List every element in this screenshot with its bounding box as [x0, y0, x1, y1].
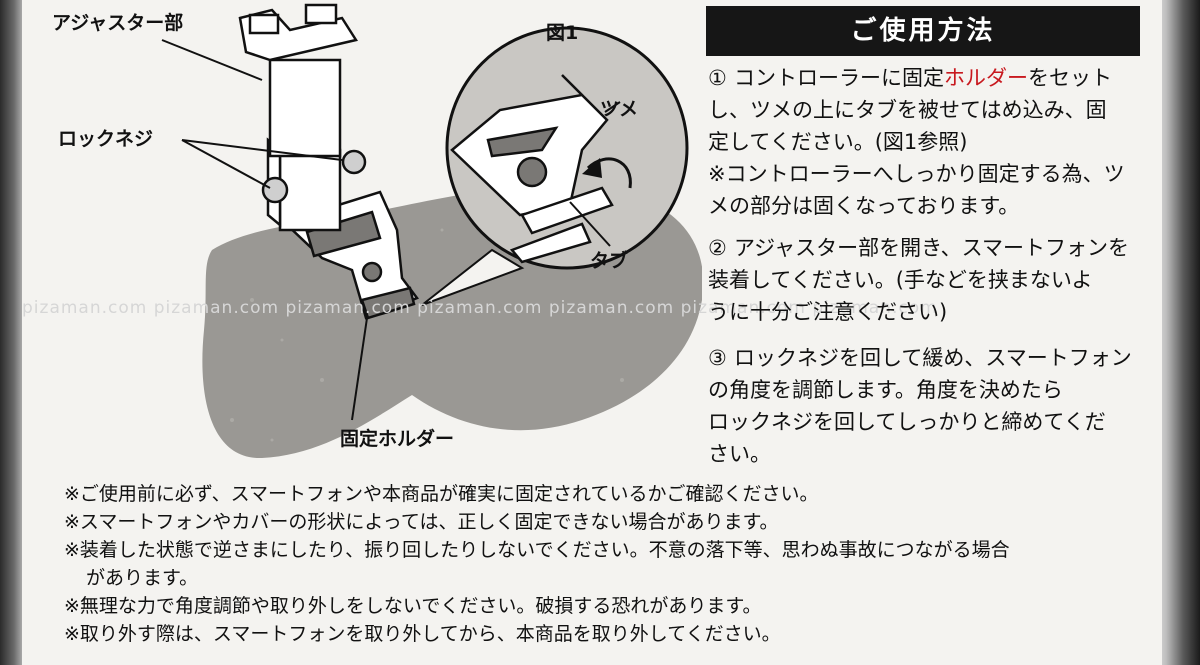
step-1-text-post: をセット: [1028, 66, 1112, 90]
footnote-3-continued: があります。: [86, 567, 199, 589]
step-1-marker: ①: [708, 66, 727, 90]
instructions-title: ご使用方法: [706, 6, 1140, 56]
step-1-highlight: ホルダー: [944, 66, 1028, 90]
footnote-2: ※スマートフォンやカバーの形状によっては、正しく固定できない場合があります。: [64, 511, 779, 533]
label-figure-1: 図1: [546, 22, 579, 44]
step-2-line-3: うに十分ご注意ください): [708, 300, 948, 324]
step-2-marker: ②: [708, 236, 727, 260]
step-2-line-2: 装着してください。(手などを挟まないよ: [708, 268, 1093, 292]
callout-wedge: [421, 248, 525, 306]
step-2: ② アジャスター部を開き、スマートフォンを 装着してください。(手などを挟まないよ…: [708, 232, 1148, 328]
note-1-line-2: メの部分は固くなっております。: [708, 194, 1020, 218]
note-1-line-1: ※コントローラーへしっかり固定する為、ツ: [708, 162, 1125, 186]
label-tab: タブ: [590, 250, 629, 272]
label-fixed-holder: 固定ホルダー: [340, 428, 455, 450]
step-3-marker: ③: [708, 346, 727, 370]
step-3-line-2: の角度を調節します。角度を決めたら: [708, 378, 1063, 402]
step-2-line-1: アジャスター部を開き、スマートフォンを: [734, 236, 1130, 260]
step-1-line-2: し、ツメの上にタブを被せてはめ込み、固: [708, 98, 1107, 122]
footnote-5: ※取り外す際は、スマートフォンを取り外してから、本商品を取り外してください。: [64, 623, 781, 645]
detail-clip-drawing: [450, 74, 614, 264]
footnote-4: ※無理な力で角度調節や取り外しをしないでください。破損する恐れがあります。: [64, 595, 762, 617]
step-3: ③ ロックネジを回して緩め、スマートフォン の角度を調節します。角度を決めたら ロ…: [708, 342, 1148, 470]
step-1-text-pre: コントローラーに固定: [734, 66, 944, 90]
product-illustration: [161, 3, 702, 459]
label-lock-screw: ロックネジ: [58, 128, 154, 150]
watermark: pizaman.com pizaman.com pizaman.com piza…: [22, 298, 938, 318]
label-adjuster: アジャスター部: [52, 12, 184, 34]
step-1-line-3: 定してください。(図1参照): [708, 130, 968, 154]
step-3-line-4: さい。: [708, 442, 771, 466]
step-3-line-1: ロックネジを回して緩め、スマートフォン: [734, 346, 1132, 370]
label-tsume: ツメ: [600, 98, 639, 120]
footnote-3: ※装着した状態で逆さまにしたり、振り回したりしないでください。不意の落下等、思わ…: [64, 539, 1010, 561]
footnotes: ※ご使用前に必ず、スマートフォンや本商品が確実に固定されているかご確認ください。…: [64, 480, 1144, 648]
step-3-line-3: ロックネジを回してしっかりと締めてくだ: [708, 410, 1106, 434]
instruction-sheet: アジャスター部 ロックネジ 図1 ツメ タブ 固定ホルダー pizaman.co…: [22, 0, 1162, 665]
footnote-1: ※ご使用前に必ず、スマートフォンや本商品が確実に固定されているかご確認ください。: [64, 483, 819, 505]
